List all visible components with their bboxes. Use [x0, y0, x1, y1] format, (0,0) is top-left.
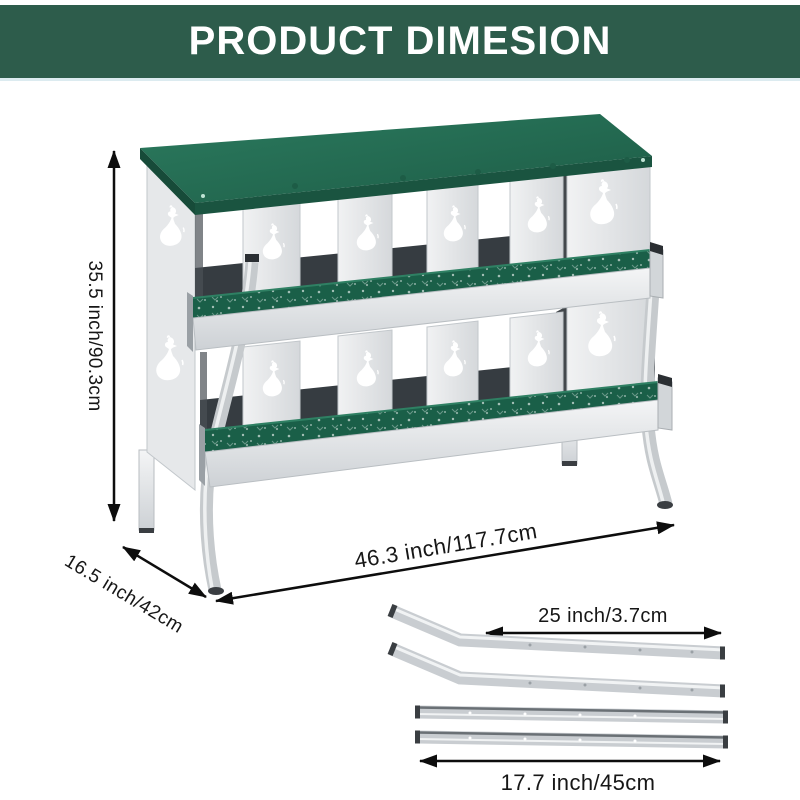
- dimension-annotations: [107, 150, 675, 605]
- depth-dimension-arrow: [122, 545, 207, 599]
- width-dimension-label: 46.3 inch/117.7cm: [352, 518, 539, 573]
- upper-tier: [195, 161, 651, 302]
- nest-box-illustration: [138, 114, 673, 595]
- depth-dimension-label: 16.5 inch/42cm: [61, 551, 187, 638]
- header-banner: PRODUCT DIMESION: [0, 5, 800, 78]
- height-dimension-label: 35.5 inch/90.3cm: [84, 260, 105, 411]
- parts-section: 25 inch/3.7cm: [387, 603, 728, 795]
- leg-part-label: 25 inch/3.7cm: [538, 605, 668, 627]
- straight-rail-part: [415, 730, 728, 749]
- lower-tier: [200, 295, 656, 447]
- bent-leg-part: [387, 641, 725, 698]
- banner-underline: [0, 78, 800, 81]
- lower-perch: [199, 374, 673, 488]
- page-title: PRODUCT DIMESION: [188, 19, 612, 63]
- width-dimension-arrow: [215, 521, 675, 605]
- rail-part-label: 17.7 inch/45cm: [501, 770, 656, 795]
- roof: [140, 114, 652, 215]
- straight-rail-part: [415, 705, 728, 724]
- upper-perch: [187, 242, 664, 352]
- bent-leg-part: [387, 603, 725, 660]
